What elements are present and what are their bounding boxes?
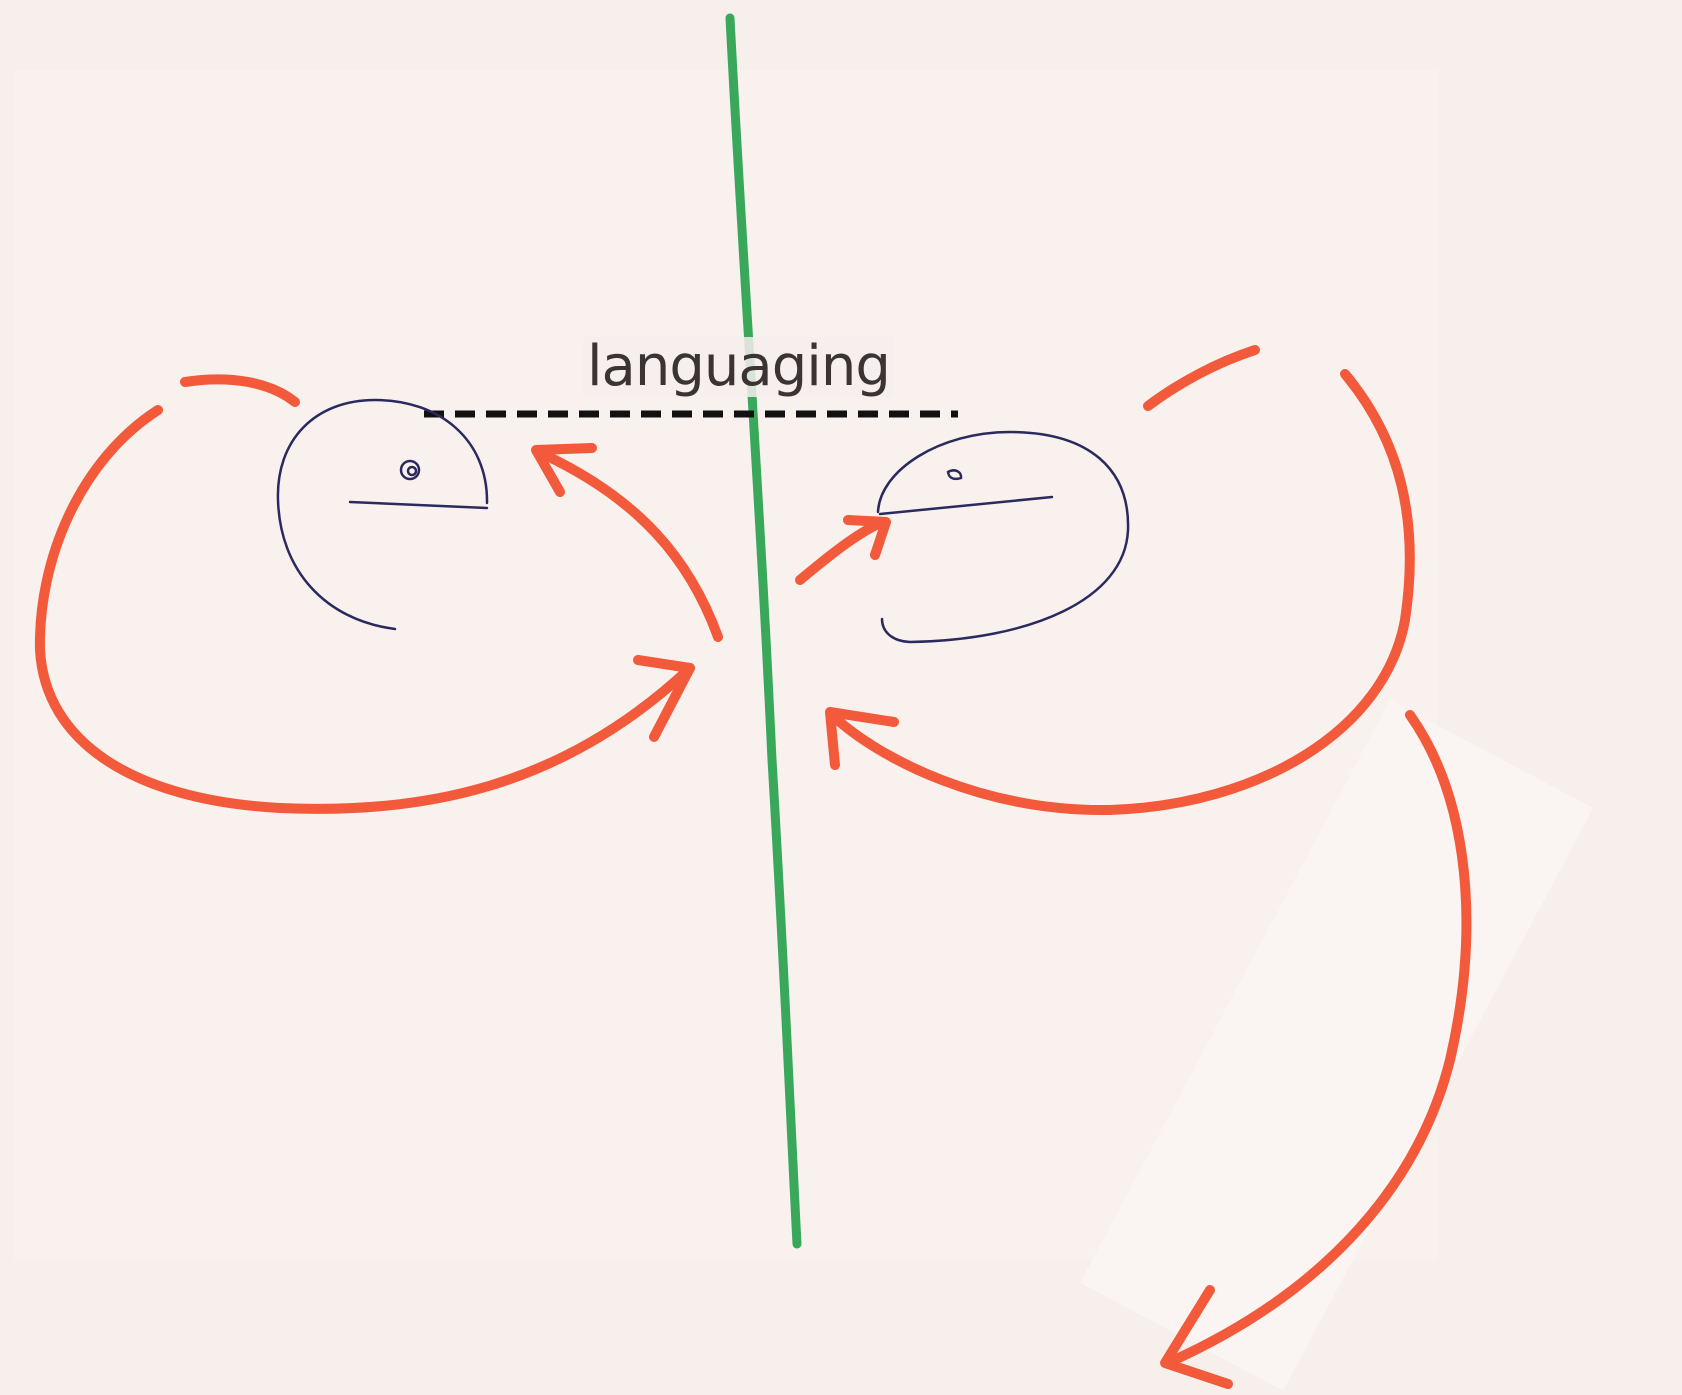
languaging-label: languaging (583, 337, 894, 397)
orange-arrows (34, 345, 1472, 1389)
left-top-arc (180, 374, 300, 407)
right-head-arrow (795, 518, 885, 585)
right-loop-arrowhead (825, 707, 899, 770)
right-loop-arrow (827, 369, 1415, 816)
left-loop-arrow (34, 405, 695, 814)
left-head-arrowhead (531, 443, 597, 497)
down-long-arrowhead (1160, 1285, 1233, 1389)
left-loop-arrowhead (633, 655, 695, 742)
right-head-icon (876, 430, 1130, 644)
left-head-arrow (540, 450, 723, 642)
down-long-arrow (1165, 710, 1472, 1367)
left-head-icon (276, 398, 489, 631)
divider-line (725, 13, 802, 1249)
right-head-arrowhead (843, 515, 891, 560)
right-top-arc (1143, 345, 1260, 411)
